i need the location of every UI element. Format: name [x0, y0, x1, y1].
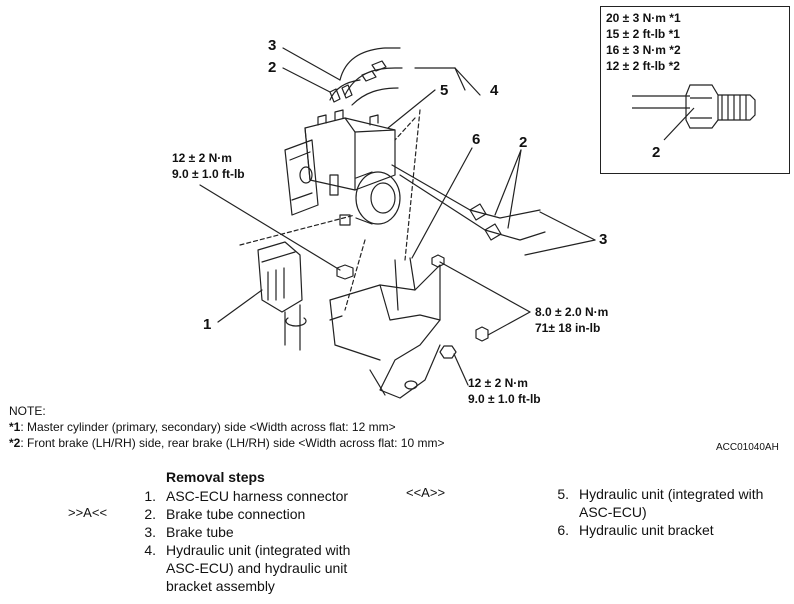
- inset-torque-line: 15 ± 2 ft-lb *1: [606, 27, 680, 41]
- note-line-1: *1: Master cylinder (primary, secondary)…: [9, 419, 396, 435]
- hydraulic-unit-bracket: [329, 264, 441, 399]
- torque-inlb: 71± 18 in-lb: [535, 321, 601, 335]
- note-heading: NOTE:: [9, 404, 46, 418]
- torque-inset-frame: [600, 6, 790, 174]
- callout-2-right: 2: [519, 134, 528, 151]
- callout-5: 5: [440, 82, 449, 99]
- callout-6: 6: [472, 131, 481, 148]
- callout-4: 4: [490, 82, 499, 99]
- harness-connector: [257, 241, 303, 313]
- removal-steps-left: 1.ASC-ECU harness connector 2.Brake tube…: [144, 488, 351, 594]
- note-line-2: *2: Front brake (LH/RH) side, rear brake…: [9, 435, 444, 451]
- inset-callout-2: 2: [652, 144, 661, 161]
- note-text: : Master cylinder (primary, secondary) s…: [20, 420, 396, 434]
- removal-steps-right: 5.Hydraulic unit (integrated with ASC-EC…: [557, 486, 764, 538]
- brake-tube: [351, 87, 399, 106]
- brake-tube: [329, 79, 361, 101]
- procedure-marker-a: >>A<<: [68, 505, 108, 520]
- torque-nm: 12 ± 2 N·m: [172, 151, 232, 165]
- callout-3: 3: [268, 37, 277, 54]
- torque-spec-bolt-bottom: 12 ± 2 N·m 9.0 ± 1.0 ft-lb: [468, 375, 541, 407]
- torque-nm: 12 ± 2 N·m: [468, 376, 528, 390]
- inset-torque-line: 20 ± 3 N·m *1: [606, 11, 681, 25]
- callout-3-right: 3: [599, 231, 608, 248]
- inset-torque-spec: 20 ± 3 N·m *1 15 ± 2 ft-lb *1 16 ± 3 N·m…: [606, 10, 681, 74]
- hydraulic-unit: [304, 117, 396, 191]
- callout-2: 2: [268, 59, 277, 76]
- procedure-marker-a-right: <<A>>: [406, 485, 446, 500]
- removal-steps-title: Removal steps: [166, 469, 265, 485]
- callout-1: 1: [203, 316, 212, 333]
- exploded-view-diagram: [199, 47, 756, 399]
- torque-ftlb: 9.0 ± 1.0 ft-lb: [468, 392, 541, 406]
- figure-code: ACC01040AH: [716, 442, 779, 453]
- inset-torque-line: 16 ± 3 N·m *2: [606, 43, 681, 57]
- note-mark: *1: [9, 420, 21, 434]
- torque-ftlb: 9.0 ± 1.0 ft-lb: [172, 167, 245, 181]
- note-text: : Front brake (LH/RH) side, rear brake (…: [20, 436, 445, 450]
- torque-spec-bolt-left: 12 ± 2 N·m 9.0 ± 1.0 ft-lb: [172, 150, 245, 182]
- brake-tube: [339, 47, 401, 81]
- inset-torque-line: 12 ± 2 ft-lb *2: [606, 59, 680, 73]
- note-mark: *2: [9, 436, 21, 450]
- torque-spec-nut-right: 8.0 ± 2.0 N·m 71± 18 in-lb: [535, 304, 608, 336]
- torque-nm: 8.0 ± 2.0 N·m: [535, 305, 609, 319]
